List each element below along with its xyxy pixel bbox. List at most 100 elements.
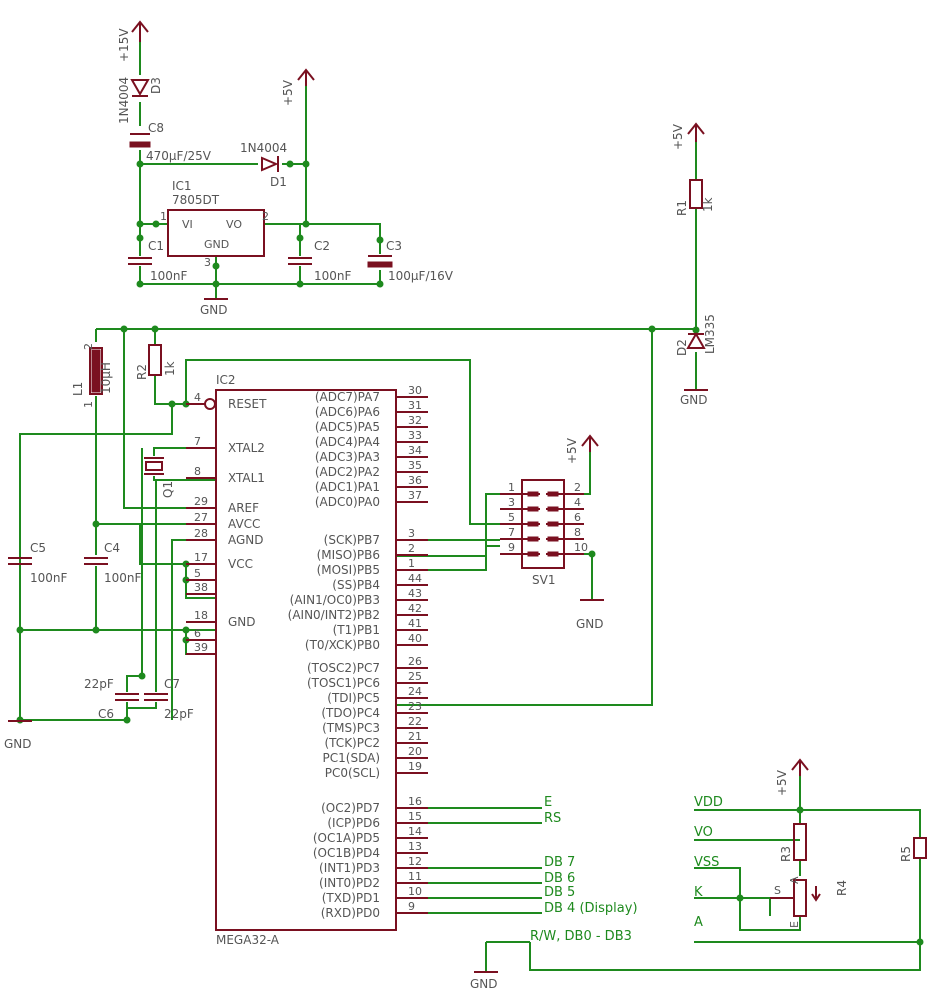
ic2-right-pin-number: 42 (408, 602, 422, 615)
ic2-right-pin-label: (TCK)PC2 (325, 736, 381, 750)
label-c8-name: C8 (148, 121, 164, 135)
ic2-left-pin-number: 6 (194, 627, 201, 640)
label-ic2-value: MEGA32-A (216, 933, 280, 947)
ic2-right-pin-number: 2 (408, 542, 415, 555)
label-5v-lcd: +5V (775, 769, 789, 796)
label-l1-p2: 2 (82, 343, 95, 350)
label-ic1-vo: VO (226, 218, 242, 231)
sv1-pin-number: 3 (508, 496, 515, 509)
sv1-pin-number: 9 (508, 541, 515, 554)
ic2-right-pin-label: (OC1A)PD5 (313, 831, 380, 845)
ic2-left-pin-number: 29 (194, 495, 208, 508)
ic2-right-pin-number: 36 (408, 474, 422, 487)
ic2-right-pin-number: 11 (408, 870, 422, 883)
label-c3-value: 100µF/16V (388, 269, 454, 283)
net-db7: DB 7 (544, 855, 575, 870)
label-c7-value: 22pF (164, 707, 194, 721)
label-15v: +15V (117, 28, 131, 62)
label-gnd-d2: GND (680, 393, 708, 407)
label-l1-p1: 1 (82, 401, 95, 408)
ic2-right-pin-label: (SCK)PB7 (324, 533, 380, 547)
sv1-pin-contact (547, 506, 559, 512)
net-vo: VO (694, 825, 713, 840)
net-e: E (544, 795, 552, 810)
label-ic1-p1: 1 (160, 210, 167, 223)
ic2-right-pin-number: 3 (408, 527, 415, 540)
ic2-right-pin-label: PC0(SCL) (325, 766, 380, 780)
label-d3-value: 1N4004 (117, 77, 131, 124)
ic2-right-pin-label: (MISO)PB6 (317, 548, 380, 562)
ic2-left-pin-label: AVCC (228, 517, 260, 531)
label-r4-a: A (788, 876, 801, 884)
gnd-symbols (8, 298, 708, 973)
label-gnd-left: GND (4, 737, 32, 751)
ic2-right-pin-number: 37 (408, 489, 422, 502)
ic2-right-pin-number: 16 (408, 795, 422, 808)
label-5v-sv1: +5V (565, 437, 579, 464)
ic2-right-pin-label: (INT0)PD2 (319, 876, 380, 890)
label-sv1-name: SV1 (532, 573, 555, 587)
net-rs: RS (544, 811, 561, 826)
sv1-pin-number: 10 (574, 541, 588, 554)
label-r4-e: E (788, 921, 801, 928)
ic2-right-pin-label: (RXD)PD0 (321, 906, 380, 920)
ic2-right-pin-label: (ADC3)PA3 (315, 450, 380, 464)
net-a: A (694, 915, 703, 930)
ic2-right-pin-number: 40 (408, 632, 422, 645)
ic2-right-pin-label: (ADC7)PA7 (315, 390, 380, 404)
label-c6-name: C6 (98, 707, 114, 721)
ic2-right-pin-label: (SS)PB4 (332, 578, 380, 592)
ic2-right-pin-number: 13 (408, 840, 422, 853)
sv1-pin-contact (547, 551, 559, 557)
ic2-right-pin-label: (ADC5)PA5 (315, 420, 380, 434)
ic2-left-pin-number: 18 (194, 609, 208, 622)
label-ic1-gnd: GND (204, 238, 229, 251)
label-r4-s: S (774, 884, 781, 897)
ic2-right-pin-label: (OC1B)PD4 (313, 846, 380, 860)
components (8, 79, 927, 931)
ic2-left-pin-number: 27 (194, 511, 208, 524)
sv1-pin-number: 7 (508, 526, 515, 539)
ic2-right-pin-label: (INT1)PD3 (319, 861, 380, 875)
label-gnd-ic1: GND (200, 303, 228, 317)
sv1-pin-number: 1 (508, 481, 515, 494)
ic2-right-pin-label: (TDO)PC4 (321, 706, 380, 720)
ic2-right-pin-label: (TOSC2)PC7 (307, 661, 380, 675)
label-ic1-value: 7805DT (172, 193, 220, 207)
sv1-pin-number: 8 (574, 526, 581, 539)
ic2-right-pin-label: (AIN0/INT2)PB2 (288, 608, 380, 622)
ic2-right-pin-number: 10 (408, 885, 422, 898)
label-r2-value: 1k (163, 361, 177, 376)
ic2-right-pin-label: (TOSC1)PC6 (307, 676, 380, 690)
ic2-right-pin-number: 31 (408, 399, 422, 412)
ic2-left-pin-label: AREF (228, 501, 259, 515)
ic2-right-pin-label: (MOSI)PB5 (317, 563, 380, 577)
label-ic1-vi: VI (182, 218, 193, 231)
ic2-right-pin-label: (OC2)PD7 (321, 801, 380, 815)
label-d2-name: D2 (675, 339, 689, 356)
ic2-right-pin-number: 23 (408, 700, 422, 713)
label-d1-name: D1 (270, 175, 287, 189)
sv1-pin-contact (527, 521, 539, 527)
ic2-right-pin-label: (TMS)PC3 (322, 721, 380, 735)
ic2-left-pin-number: 8 (194, 465, 201, 478)
net-k: K (694, 885, 703, 900)
ic2-right-pin-label: (AIN1/OC0)PB3 (290, 593, 380, 607)
sv1-pin-number: 6 (574, 511, 581, 524)
wires (19, 42, 921, 972)
ic2-right-pin-number: 22 (408, 715, 422, 728)
label-5v-r1: +5V (671, 123, 685, 150)
label-r1-value: 1k (701, 197, 715, 212)
sv1-pin-contact (527, 536, 539, 542)
label-c2-name: C2 (314, 239, 330, 253)
ic2-right-pin-number: 33 (408, 429, 422, 442)
net-db6: DB 6 (544, 871, 575, 886)
sv1-pin-contact (547, 536, 559, 542)
ic2-right-pin-label: (ADC1)PA1 (315, 480, 380, 494)
label-d2-value: LM335 (703, 314, 717, 354)
label-ic1-p3: 3 (204, 256, 211, 269)
ic2-right-pin-number: 12 (408, 855, 422, 868)
sv1-pin-number: 2 (574, 481, 581, 494)
sv1-pin-contact (527, 491, 539, 497)
